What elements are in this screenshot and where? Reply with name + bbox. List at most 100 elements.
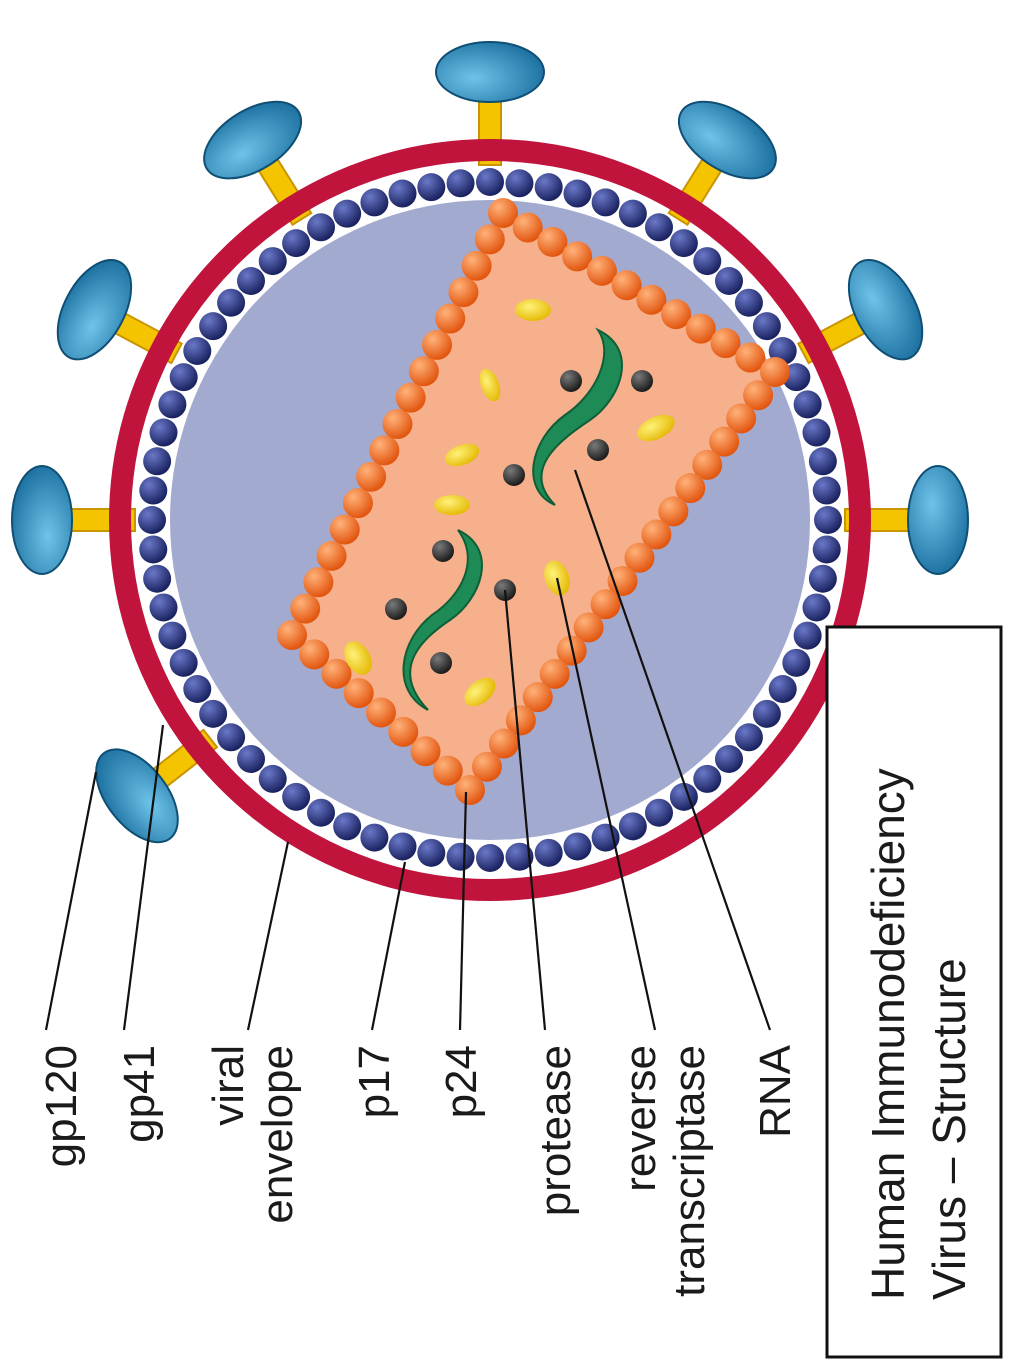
p17-bead	[417, 173, 445, 201]
p17-bead	[389, 832, 417, 860]
p24-bead	[462, 251, 492, 281]
p17-bead	[333, 812, 361, 840]
p17-bead	[259, 765, 287, 793]
p24-bead	[343, 488, 373, 518]
p17-bead	[476, 168, 504, 196]
p17-bead	[237, 267, 265, 295]
p17-bead	[333, 200, 361, 228]
p17-bead	[307, 213, 335, 241]
p17-bead	[447, 843, 475, 871]
p24-bead	[330, 515, 360, 545]
p17-bead	[143, 447, 171, 475]
p17-bead	[670, 229, 698, 257]
p17-bead	[217, 723, 245, 751]
rna-label: RNA	[751, 1044, 800, 1138]
p24-bead	[396, 383, 426, 413]
p17-bead	[693, 765, 721, 793]
p17-bead	[782, 649, 810, 677]
gp120-cap	[191, 86, 314, 194]
p17-bead	[360, 188, 388, 216]
p17-bead	[693, 247, 721, 275]
reverse-transcriptase-label-line1: reverse	[616, 1045, 665, 1192]
p17-bead	[447, 169, 475, 197]
p17-bead	[139, 535, 167, 563]
p17-bead	[715, 745, 743, 773]
p17-bead	[802, 593, 830, 621]
p24-bead	[435, 304, 465, 334]
p24-bead	[383, 409, 413, 439]
gp120-cap	[908, 466, 968, 574]
p17-bead	[259, 247, 287, 275]
p17-bead	[417, 839, 445, 867]
gp120-cap	[436, 42, 544, 102]
p24-bead	[277, 620, 307, 650]
p17-bead	[619, 812, 647, 840]
p17-label: p17	[350, 1045, 399, 1118]
p17-bead	[794, 622, 822, 650]
p17-bead	[139, 477, 167, 505]
p17-bead	[645, 213, 673, 241]
p17-bead	[183, 337, 211, 365]
p17-bead	[592, 188, 620, 216]
title-box: Human Immunodeficiency Virus – Structure	[827, 627, 1001, 1357]
p17-bead	[814, 506, 842, 534]
p17-bead	[813, 535, 841, 563]
p24-bead	[448, 277, 478, 307]
p17-bead	[199, 700, 227, 728]
viral-envelope-label-line1: viral	[204, 1045, 253, 1126]
p17-bead	[158, 622, 186, 650]
p24-bead	[422, 330, 452, 360]
p17-bead	[769, 675, 797, 703]
p24-bead	[290, 594, 320, 624]
p17-bead	[670, 783, 698, 811]
p17-bead	[753, 700, 781, 728]
p17-bead	[217, 289, 245, 317]
p17-bead	[199, 312, 227, 340]
p17-bead	[535, 839, 563, 867]
p17-bead	[143, 565, 171, 593]
p17-bead	[360, 824, 388, 852]
p17-bead	[809, 447, 837, 475]
p17-bead	[505, 169, 533, 197]
p24-bead	[369, 435, 399, 465]
title-line2: Virus – Structure	[923, 958, 975, 1300]
p17-bead	[813, 477, 841, 505]
p17-bead	[753, 312, 781, 340]
p17-bead	[802, 419, 830, 447]
p24-bead	[303, 567, 333, 597]
structure-labels: gp120 gp41 viral envelope p17 p24 protea…	[37, 1044, 800, 1297]
p17-bead	[170, 649, 198, 677]
p24-bead	[317, 541, 347, 571]
p24-bead	[356, 462, 386, 492]
p17-bead	[138, 506, 166, 534]
p17-bead	[735, 289, 763, 317]
gp120-cap	[834, 248, 938, 372]
p17-bead	[170, 363, 198, 391]
gp120-leader	[46, 772, 96, 1030]
p17-bead	[183, 675, 211, 703]
p24-label: p24	[437, 1045, 486, 1118]
gp120-label: gp120	[37, 1045, 86, 1167]
p17-bead	[535, 173, 563, 201]
gp41-label: gp41	[115, 1045, 164, 1143]
p17-bead	[619, 200, 647, 228]
p17-bead	[150, 593, 178, 621]
p17-bead	[645, 799, 673, 827]
title-line1: Human Immunodeficiency	[862, 768, 914, 1300]
p17-bead	[150, 419, 178, 447]
gp120-cap	[666, 86, 789, 194]
gp120-cap	[43, 248, 147, 372]
reverse-transcriptase-label-line2: transcriptase	[665, 1045, 714, 1297]
protease-label: protease	[531, 1045, 580, 1216]
p17-bead	[563, 832, 591, 860]
p24-bead	[409, 356, 439, 386]
p17-bead	[794, 390, 822, 418]
p17-bead	[307, 799, 335, 827]
p17-bead	[237, 745, 265, 773]
envelope-leader	[248, 842, 288, 1030]
p17-bead	[563, 180, 591, 208]
gp120-cap	[12, 466, 72, 574]
p17-bead	[735, 723, 763, 751]
p17-bead	[282, 229, 310, 257]
